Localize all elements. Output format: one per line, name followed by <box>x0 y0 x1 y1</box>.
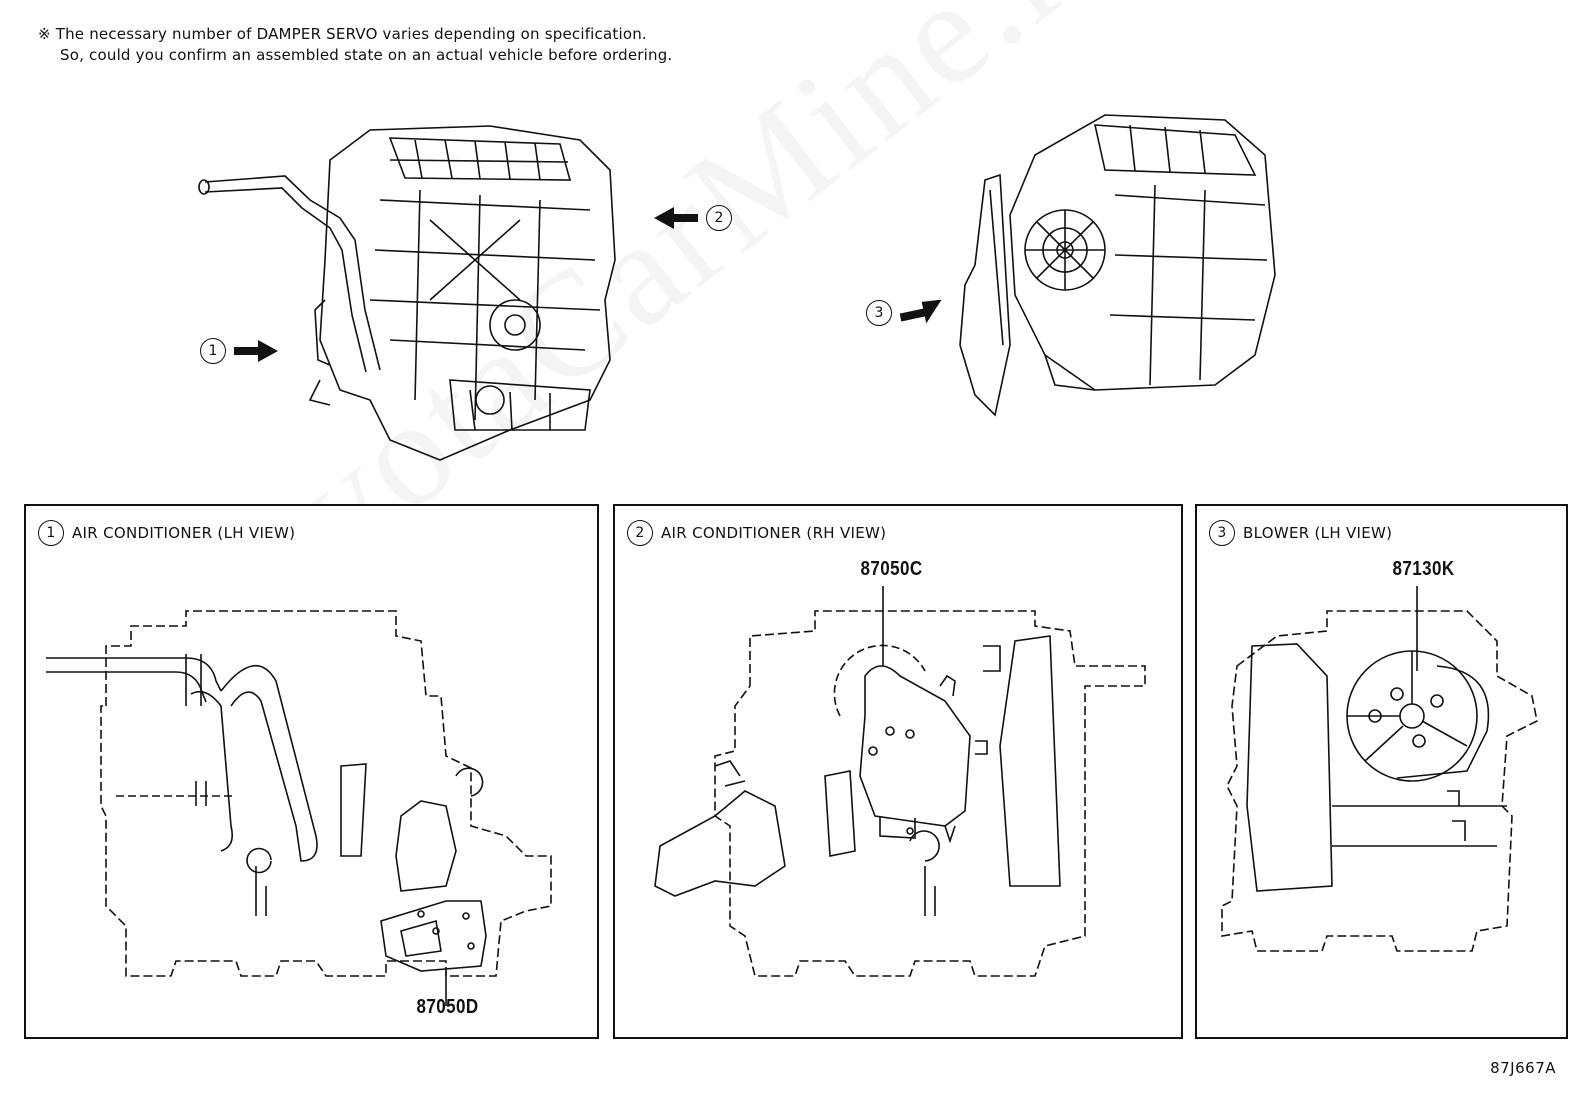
panel-2-title: AIR CONDITIONER (RH VIEW) <box>661 524 887 542</box>
part-number-87050C: 87050C <box>860 558 923 580</box>
panel-1-title: AIR CONDITIONER (LH VIEW) <box>72 524 296 542</box>
blower-lh-view-drawing <box>1221 586 1538 952</box>
specification-note: ※ The necessary number of DAMPER SERVO v… <box>38 24 672 66</box>
lh-view-drawing <box>46 610 552 1006</box>
panel-1-header: 1 AIR CONDITIONER (LH VIEW) <box>38 520 295 546</box>
panel-1-number: 1 <box>38 520 64 546</box>
callout-3-number: 3 <box>866 300 892 326</box>
callout-1: 1 <box>200 338 280 364</box>
air-conditioner-assembly-drawing <box>198 125 616 461</box>
part-number-87050D: 87050D <box>416 996 479 1018</box>
panel-3-header: 3 BLOWER (LH VIEW) <box>1209 520 1392 546</box>
callout-2: 2 <box>652 205 732 231</box>
panel-2-header: 2 AIR CONDITIONER (RH VIEW) <box>627 520 886 546</box>
panel-2-number: 2 <box>627 520 653 546</box>
panel-3-number: 3 <box>1209 520 1235 546</box>
arrow-right-icon <box>899 300 942 324</box>
panel-blower-lh: 3 BLOWER (LH VIEW) 87130K <box>1195 504 1568 1039</box>
arrow-left-icon <box>654 207 698 229</box>
callout-1-number: 1 <box>200 338 226 364</box>
part-number-87130K: 87130K <box>1392 558 1455 580</box>
panel-air-conditioner-rh: 2 AIR CONDITIONER (RH VIEW) 87050C <box>613 504 1183 1039</box>
callout-2-number: 2 <box>706 205 732 231</box>
note-line-1: ※ The necessary number of DAMPER SERVO v… <box>38 25 647 43</box>
rh-view-drawing <box>654 586 1146 977</box>
illustration-code: 87J667A <box>1490 1059 1556 1077</box>
panel-3-title: BLOWER (LH VIEW) <box>1243 524 1393 542</box>
blower-assembly-drawing <box>959 114 1276 417</box>
note-line-2: So, could you confirm an assembled state… <box>60 46 673 64</box>
arrow-right-icon <box>234 340 278 362</box>
panel-air-conditioner-lh: 1 AIR CONDITIONER (LH VIEW) <box>24 504 599 1039</box>
callout-3: 3 <box>866 300 946 326</box>
